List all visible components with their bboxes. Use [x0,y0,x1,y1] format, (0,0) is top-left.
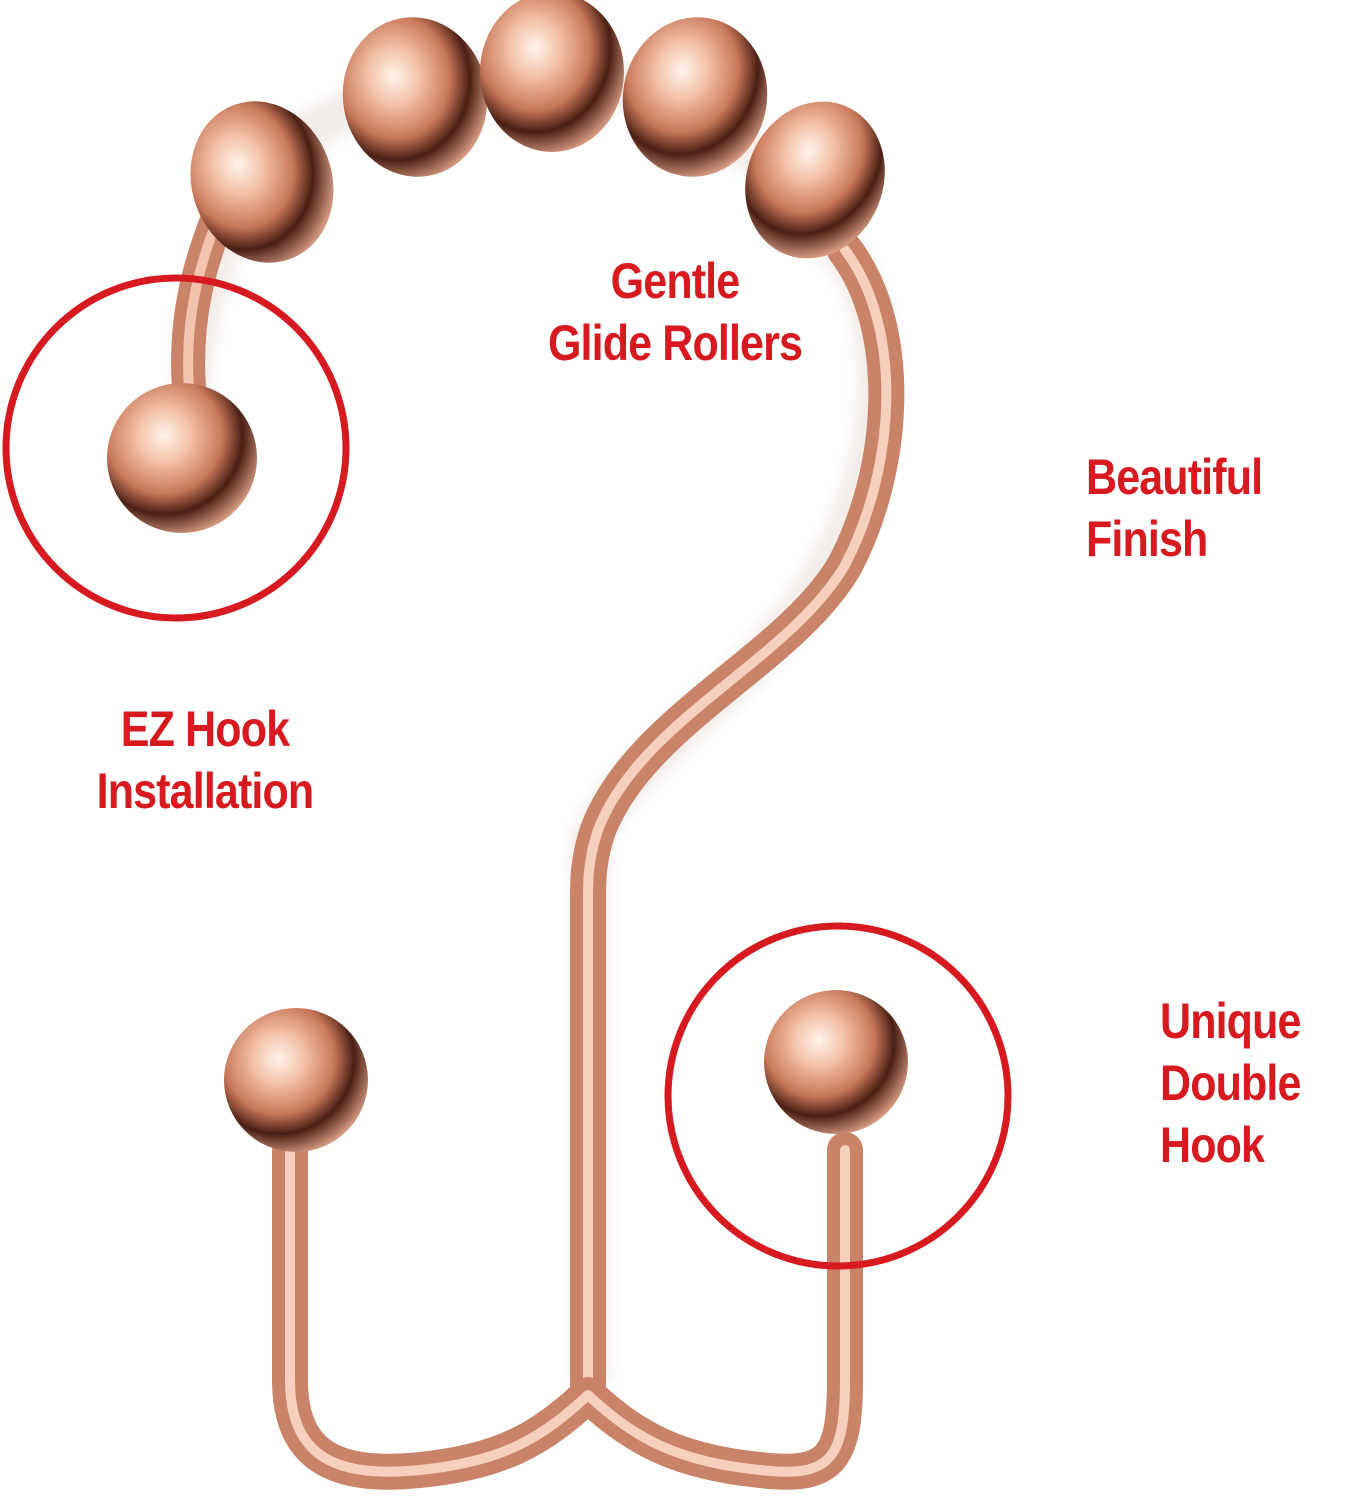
callout-line: Beautiful [1086,449,1263,505]
callout-line: Unique [1160,993,1301,1049]
roller-bead-4 [622,17,768,177]
roller-bead-1 [190,101,334,263]
callout-line: Installation [96,763,315,819]
callout-line: Glide Rollers [547,315,803,371]
roller-bead-2 [342,17,488,177]
roller-beads [190,0,885,263]
hook-body [171,183,905,1490]
roller-bead-5 [745,101,885,259]
callout-line: EZ Hook [120,701,290,757]
left-hook-ball [224,1008,368,1152]
ez-hook-highlight-circle [2,274,350,622]
callout-line: Hook [1160,1117,1265,1173]
callout-glide-rollers: Gentle Glide Rollers [533,250,817,374]
callout-line: Finish [1086,511,1208,567]
ez-hook-ball [107,383,257,533]
roller-bead-3 [480,0,624,152]
callout-line: Double [1160,1055,1301,1111]
callout-unique-double-hook: Unique Double Hook [1160,990,1301,1176]
callout-ez-hook-installation: EZ Hook Installation [55,698,356,822]
callout-line: Gentle [610,253,741,309]
double-hook-highlight-circle [664,922,1012,1270]
callout-beautiful-finish: Beautiful Finish [1086,446,1263,570]
right-hook-ball [764,990,908,1134]
